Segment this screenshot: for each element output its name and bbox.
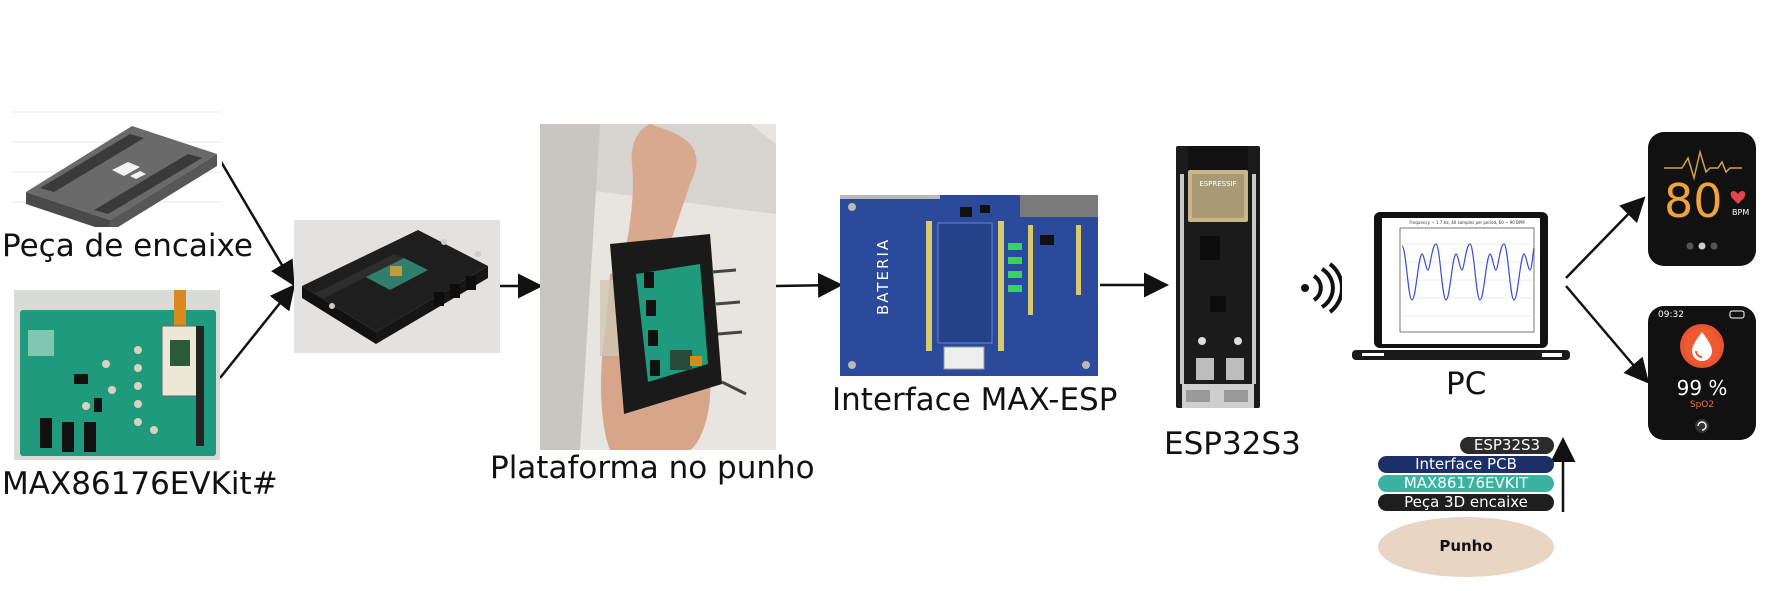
heart-rate-unit: BPM xyxy=(1732,208,1750,217)
watch-time: 09:32 xyxy=(1658,310,1684,320)
smartwatch-heart-rate: 80 BPM xyxy=(1648,132,1756,266)
peca-encaixe-image xyxy=(12,92,222,227)
esp32s3-board-image: ESPRESSIF xyxy=(1170,146,1266,408)
spo2-value: 99 % xyxy=(1676,376,1728,400)
spo2-label: SpO2 xyxy=(1689,400,1715,410)
stack-base-punho: Punho xyxy=(1378,517,1554,577)
stack-layer-max-evkit: MAX86176EVKIT xyxy=(1378,475,1554,492)
stack-layer-interface-pcb: Interface PCB xyxy=(1378,456,1554,473)
wrist-photo xyxy=(540,124,776,450)
laptop-pc-icon: Frequency ~ 1.7 Hz, 40 samples per perio… xyxy=(1352,212,1570,360)
assembly-photo xyxy=(294,220,500,353)
smartwatch-spo2: 09:32 99 % SpO2 xyxy=(1648,306,1756,440)
pcb-battery-label: BATERIA xyxy=(874,238,892,315)
stack-base-label: Punho xyxy=(1439,537,1493,555)
max-evkit-image xyxy=(14,290,220,460)
caption-interface: Interface MAX-ESP xyxy=(832,382,1118,418)
caption-peca-encaixe: Peça de encaixe xyxy=(2,228,253,264)
caption-max-evkit: MAX86176EVKit# xyxy=(2,466,278,502)
stack-layer-esp32s3: ESP32S3 xyxy=(1460,437,1554,454)
battery-icon xyxy=(1729,310,1745,319)
arrow-wrist-to-pcb xyxy=(775,272,843,298)
esp-brand: ESPRESSIF xyxy=(1199,180,1236,188)
refresh-icon xyxy=(1695,419,1709,433)
arrow-kit-to-assembly xyxy=(219,284,296,379)
heartbeat-line-icon xyxy=(1664,149,1742,181)
interface-pcb-image: BATERIA xyxy=(840,195,1098,376)
stack-layer-peca-3d: Peça 3D encaixe xyxy=(1378,494,1554,511)
caption-pc: PC xyxy=(1446,366,1487,402)
caption-esp32s3: ESP32S3 xyxy=(1164,426,1301,462)
arrow-peca-to-assembly xyxy=(218,159,295,287)
arrow-pc-to-watch-spo2 xyxy=(1565,285,1650,384)
ppg-waveform xyxy=(1401,243,1535,301)
wireless-signal-icon xyxy=(1301,262,1342,314)
heart-rate-value: 80 xyxy=(1664,174,1723,228)
heart-icon xyxy=(1730,191,1746,204)
laptop-chart-title: Frequency ~ 1.7 Hz, 40 samples per perio… xyxy=(1409,220,1525,225)
arrow-pc-to-watch-hr xyxy=(1565,196,1646,279)
caption-plataforma: Plataforma no punho xyxy=(490,450,815,486)
